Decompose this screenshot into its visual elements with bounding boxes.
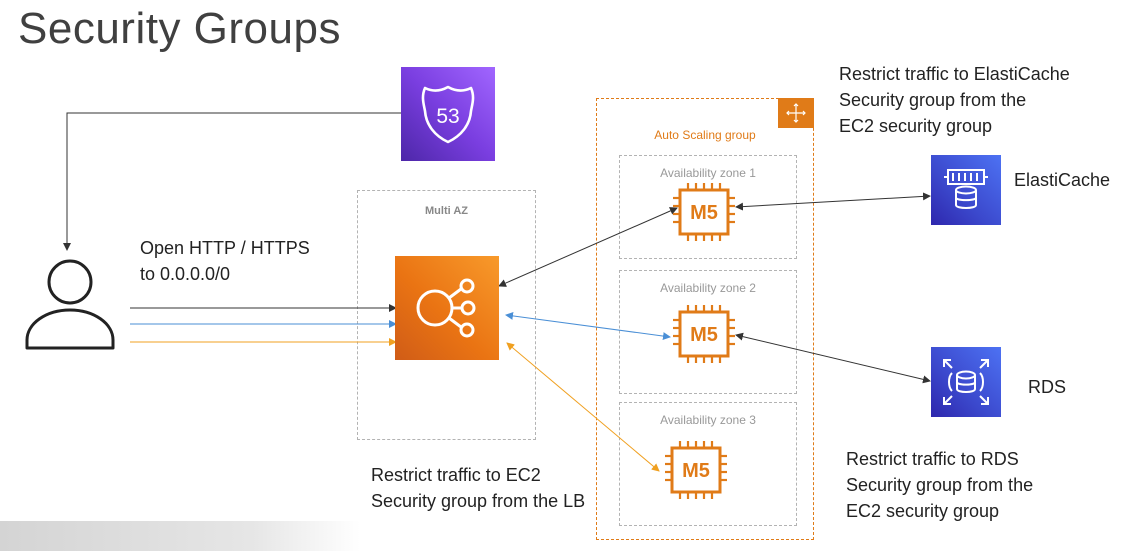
elasticache-restrict-note-line3: EC2 security group [839, 116, 993, 136]
rds-label: RDS [1028, 377, 1067, 397]
rds-restrict-note-line2: Security group from the [846, 475, 1034, 495]
elasticache-label: ElastiCache [1014, 170, 1111, 190]
ec2-restrict-note-line1: Restrict traffic to EC2 [371, 465, 541, 485]
ec2-instance-icon: M5 [670, 182, 738, 242]
ec2-instance-icon: M5 [670, 304, 738, 364]
ec2-restrict-note-line2: Security group from the LB [371, 491, 586, 511]
ec2-instance-label: M5 [682, 460, 710, 482]
ec2-restrict-note: Restrict traffic to EC2 Security group f… [371, 462, 585, 514]
user-icon [21, 252, 119, 350]
page-title: Security Groups [18, 4, 341, 53]
ec2-instance-label: M5 [690, 324, 718, 346]
elb-to-ec2-2-arrow [505, 311, 671, 341]
availability-zone-3-label: Availability zone 3 [660, 413, 756, 427]
open-http-note-line2: to 0.0.0.0/0 [140, 264, 231, 284]
elb-to-ec2-1-arrow [498, 207, 678, 287]
route53-icon: 53 [401, 67, 495, 161]
ec2-to-rds-arrow [735, 332, 931, 384]
elasticache-icon [931, 155, 1001, 225]
open-http-note: Open HTTP / HTTPS to 0.0.0.0/0 [140, 235, 310, 287]
rds-restrict-note-line3: EC2 security group [846, 501, 1000, 521]
route53-label: 53 [436, 105, 459, 128]
ec2-instance-icon: M5 [662, 440, 730, 500]
availability-zone-2-label: Availability zone 2 [660, 281, 756, 295]
open-http-note-line1: Open HTTP / HTTPS [140, 238, 310, 258]
availability-zone-1-label: Availability zone 1 [660, 166, 756, 180]
rds-restrict-note-line1: Restrict traffic to RDS [846, 449, 1019, 469]
elasticache-restrict-note-line2: Security group from the [839, 90, 1027, 110]
auto-scaling-icon [778, 98, 814, 128]
elasticache-restrict-note-line1: Restrict traffic to ElastiCache [839, 64, 1070, 84]
ec2-instance-label: M5 [690, 202, 718, 224]
load-balancer-icon [395, 256, 499, 360]
auto-scaling-group-label: Auto Scaling group [654, 128, 756, 142]
elasticache-restrict-note: Restrict traffic to ElastiCache Security… [839, 61, 1070, 139]
ec2-to-elasticache-arrow [735, 192, 931, 211]
elb-to-ec2-3-arrow [506, 342, 660, 472]
rds-restrict-note: Restrict traffic to RDS Security group f… [846, 446, 1033, 524]
multi-az-label: Multi AZ [425, 205, 468, 217]
route53-dns-arrow [63, 112, 401, 251]
rds-icon [931, 347, 1001, 417]
slide-footer-shadow [0, 521, 360, 551]
